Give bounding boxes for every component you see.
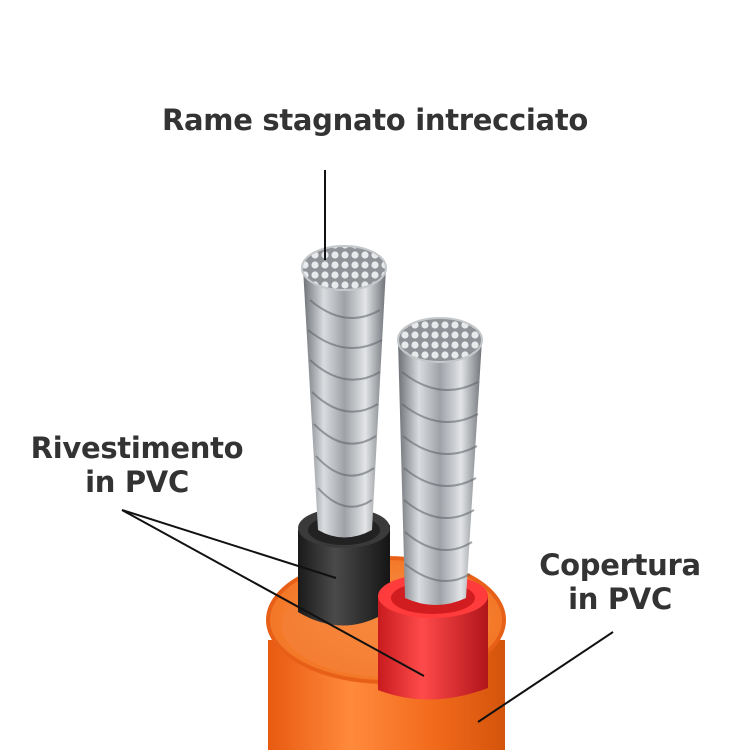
leader-lines bbox=[121, 170, 614, 723]
tinned-copper-left bbox=[301, 245, 387, 538]
label-inner-insulation: Rivestimento in PVC bbox=[22, 431, 252, 499]
leader-line-black-insulation bbox=[121, 509, 337, 579]
tinned-copper-right bbox=[397, 317, 483, 605]
label-inner-insulation-line2: in PVC bbox=[85, 465, 189, 499]
label-outer-jacket: Copertura in PVC bbox=[520, 548, 720, 616]
label-outer-jacket-line1: Copertura bbox=[539, 548, 701, 582]
leader-line-jacket bbox=[477, 631, 614, 723]
label-outer-jacket-line2: in PVC bbox=[568, 582, 672, 616]
leader-line-red-insulation bbox=[121, 509, 425, 677]
label-inner-insulation-line1: Rivestimento bbox=[30, 431, 244, 465]
label-tinned-copper: Rame stagnato intrecciato bbox=[161, 103, 589, 137]
